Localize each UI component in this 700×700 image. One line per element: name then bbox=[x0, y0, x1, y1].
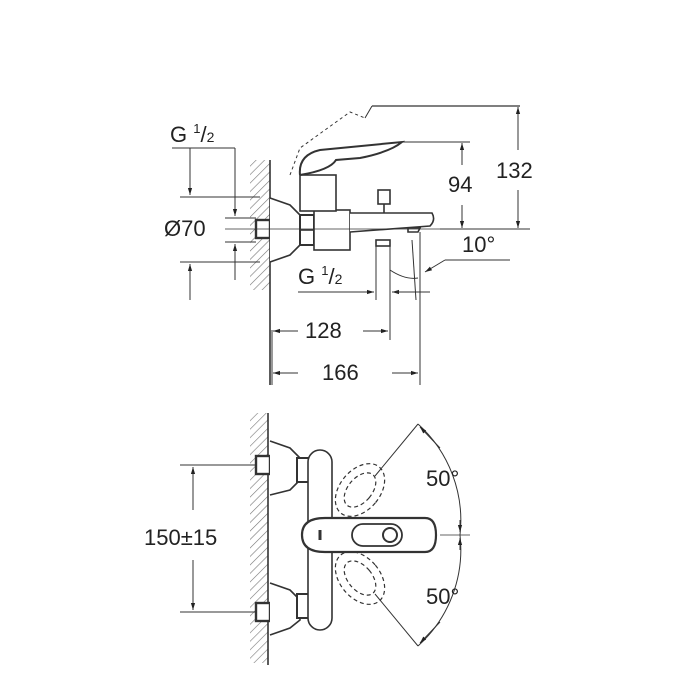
angle-10-label: 10° bbox=[462, 232, 496, 257]
front-view-dimensions bbox=[180, 426, 463, 644]
thread-numerator: 1 bbox=[321, 263, 329, 278]
thread-letter: G bbox=[170, 122, 188, 147]
angle-top-label: 50° bbox=[426, 466, 460, 491]
depth-166-label: 166 bbox=[322, 360, 359, 385]
depth-128-label: 128 bbox=[305, 318, 342, 343]
spacing-label: 150±15 bbox=[144, 525, 218, 550]
thread-outlet-label: G 1/2 bbox=[298, 263, 343, 289]
thread-denominator: 2 bbox=[334, 271, 343, 287]
diameter-label: Ø70 bbox=[164, 216, 206, 241]
side-view-dimensions bbox=[172, 107, 530, 385]
height-132-label: 132 bbox=[496, 158, 533, 183]
angle-bottom-label: 50° bbox=[426, 584, 460, 609]
wall-hatch-front bbox=[250, 413, 268, 663]
height-94-label: 94 bbox=[448, 172, 473, 197]
side-view bbox=[225, 105, 520, 385]
thread-numerator: 1 bbox=[193, 121, 201, 136]
thread-inlet-label: G 1/2 bbox=[170, 121, 215, 147]
front-view bbox=[250, 413, 470, 665]
thread-denominator: 2 bbox=[206, 129, 215, 145]
thread-letter: G bbox=[298, 264, 316, 289]
